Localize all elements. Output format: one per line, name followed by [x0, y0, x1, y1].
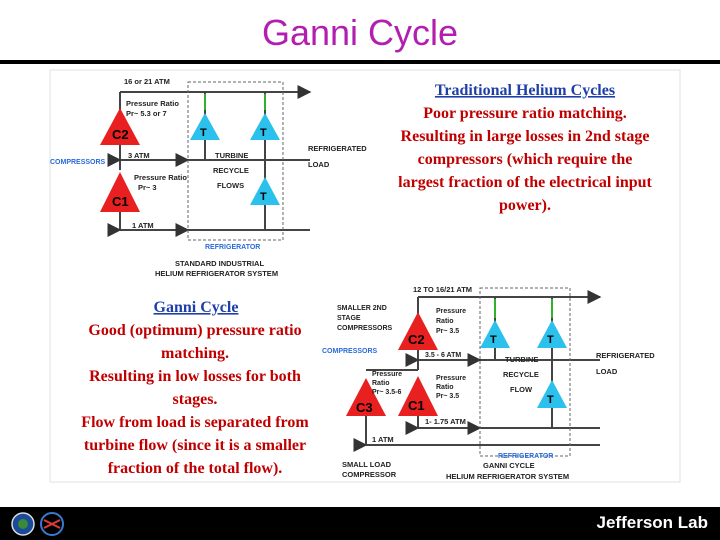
label: TURBINE — [505, 355, 538, 364]
label: Pressure — [372, 371, 402, 378]
label: REFRIGERATED — [308, 144, 367, 153]
label: 16 or 21 ATM — [124, 77, 170, 86]
label: REFRIGERATOR — [205, 244, 260, 251]
label: GANNI CYCLE — [483, 461, 535, 470]
label: COMPRESSORS — [337, 325, 393, 332]
turbine-icon — [537, 380, 567, 408]
label: REFRIGERATOR — [498, 453, 553, 460]
text-line: Good (optimum) pressure ratio — [88, 322, 301, 339]
text-line: stages. — [173, 391, 218, 408]
slide-content: 16 or 21 ATM Pressure Ratio Pr~ 5.3 or 7… — [49, 69, 681, 483]
label: COMPRESSORS — [50, 159, 106, 166]
turbine-icon — [250, 113, 280, 140]
label: SMALLER 2ND — [337, 305, 387, 312]
text-line: largest fraction of the electrical input — [398, 174, 652, 191]
turbine-icon — [480, 320, 510, 348]
doe-seal-icon — [18, 519, 28, 529]
label: LOAD — [596, 367, 618, 376]
label: RECYCLE — [213, 166, 249, 175]
text-line: turbine flow (since it is a smaller — [84, 437, 306, 454]
standard-refrigerator-diagram: 16 or 21 ATM Pressure Ratio Pr~ 5.3 or 7… — [50, 77, 367, 278]
label: T — [260, 127, 267, 139]
compressor-c1-icon — [398, 376, 438, 416]
footer-logos — [11, 512, 64, 536]
label: STANDARD INDUSTRIAL — [175, 259, 264, 268]
label: Ratio — [372, 380, 390, 387]
label: T — [260, 191, 267, 203]
label: Pressure — [436, 308, 466, 315]
label: 1- 1.75 ATM — [425, 417, 466, 426]
jsa-logo-icon — [40, 512, 64, 536]
jefferson-lab-logo: Jefferson Lab — [596, 513, 708, 532]
label: HELIUM REFRIGERATOR SYSTEM — [155, 269, 278, 278]
label: Pressure Ratio — [134, 173, 187, 182]
compressor-c3-icon — [346, 378, 386, 416]
label: REFRIGERATED — [596, 351, 655, 360]
text-line: matching. — [161, 345, 229, 362]
ganni-text-block: Ganni Cycle Good (optimum) pressure rati… — [81, 299, 309, 477]
label: Ratio — [436, 318, 454, 325]
label: 1 ATM — [132, 221, 154, 230]
ganni-heading: Ganni Cycle — [154, 299, 239, 316]
text-line: Poor pressure ratio matching. — [423, 105, 627, 122]
label: Ratio — [436, 384, 454, 391]
compressor-c2-icon — [398, 312, 438, 350]
label: C2 — [408, 332, 425, 347]
label: T — [490, 334, 497, 346]
text-line: Resulting in large losses in 2nd stage — [401, 128, 650, 145]
label: SMALL LOAD — [342, 460, 392, 469]
traditional-heading: Traditional Helium Cycles — [435, 82, 615, 99]
label: FLOW — [510, 385, 533, 394]
text-line: Flow from load is separated from — [81, 414, 309, 431]
slide-title: Ganni Cycle — [261, 12, 459, 53]
label: HELIUM REFRIGERATOR SYSTEM — [446, 472, 569, 481]
label: Pr~ 3 — [138, 183, 157, 192]
text-line: compressors (which require the — [418, 151, 633, 168]
ganni-refrigerator-diagram: 12 TO 16/21 ATM SMALLER 2ND STAGE COMPRE… — [322, 285, 655, 481]
jsa-logo-icon — [43, 519, 61, 529]
label: C2 — [112, 127, 129, 142]
label: COMPRESSORS — [322, 348, 378, 355]
label: 3.5 - 6 ATM — [425, 352, 461, 359]
turbine-icon — [250, 177, 280, 205]
label: C3 — [356, 400, 373, 415]
label: STAGE — [337, 315, 361, 322]
label: 12 TO 16/21 ATM — [413, 285, 472, 294]
text-line: fraction of the total flow). — [108, 460, 283, 477]
compressor-c1-icon — [100, 172, 140, 212]
footer-bar: Jefferson Lab — [0, 507, 720, 540]
label: RECYCLE — [503, 370, 539, 379]
label: Pr~ 3.5-6 — [372, 389, 401, 396]
label: C1 — [112, 194, 129, 209]
text-line: Resulting in low losses for both — [89, 368, 301, 385]
traditional-text-block: Traditional Helium Cycles Poor pressure … — [398, 82, 652, 214]
title-rule — [0, 60, 720, 64]
label: 3 ATM — [128, 151, 150, 160]
label: 1 ATM — [372, 435, 394, 444]
label: TURBINE — [215, 151, 248, 160]
label: C1 — [408, 398, 425, 413]
label: T — [200, 127, 207, 139]
label: Pr~ 3.5 — [436, 393, 459, 400]
label: T — [547, 394, 554, 406]
label: Pr~ 3.5 — [436, 328, 459, 335]
turbine-icon — [537, 320, 567, 348]
label: Pressure — [436, 375, 466, 382]
label: COMPRESSOR — [342, 470, 397, 479]
text-line: power). — [499, 197, 551, 214]
label: T — [547, 334, 554, 346]
turbine-icon — [190, 113, 220, 140]
label: Pr~ 5.3 or 7 — [126, 109, 167, 118]
compressor-c2-icon — [100, 108, 140, 145]
label: LOAD — [308, 160, 330, 169]
label: FLOWS — [217, 181, 244, 190]
label: Pressure Ratio — [126, 99, 179, 108]
